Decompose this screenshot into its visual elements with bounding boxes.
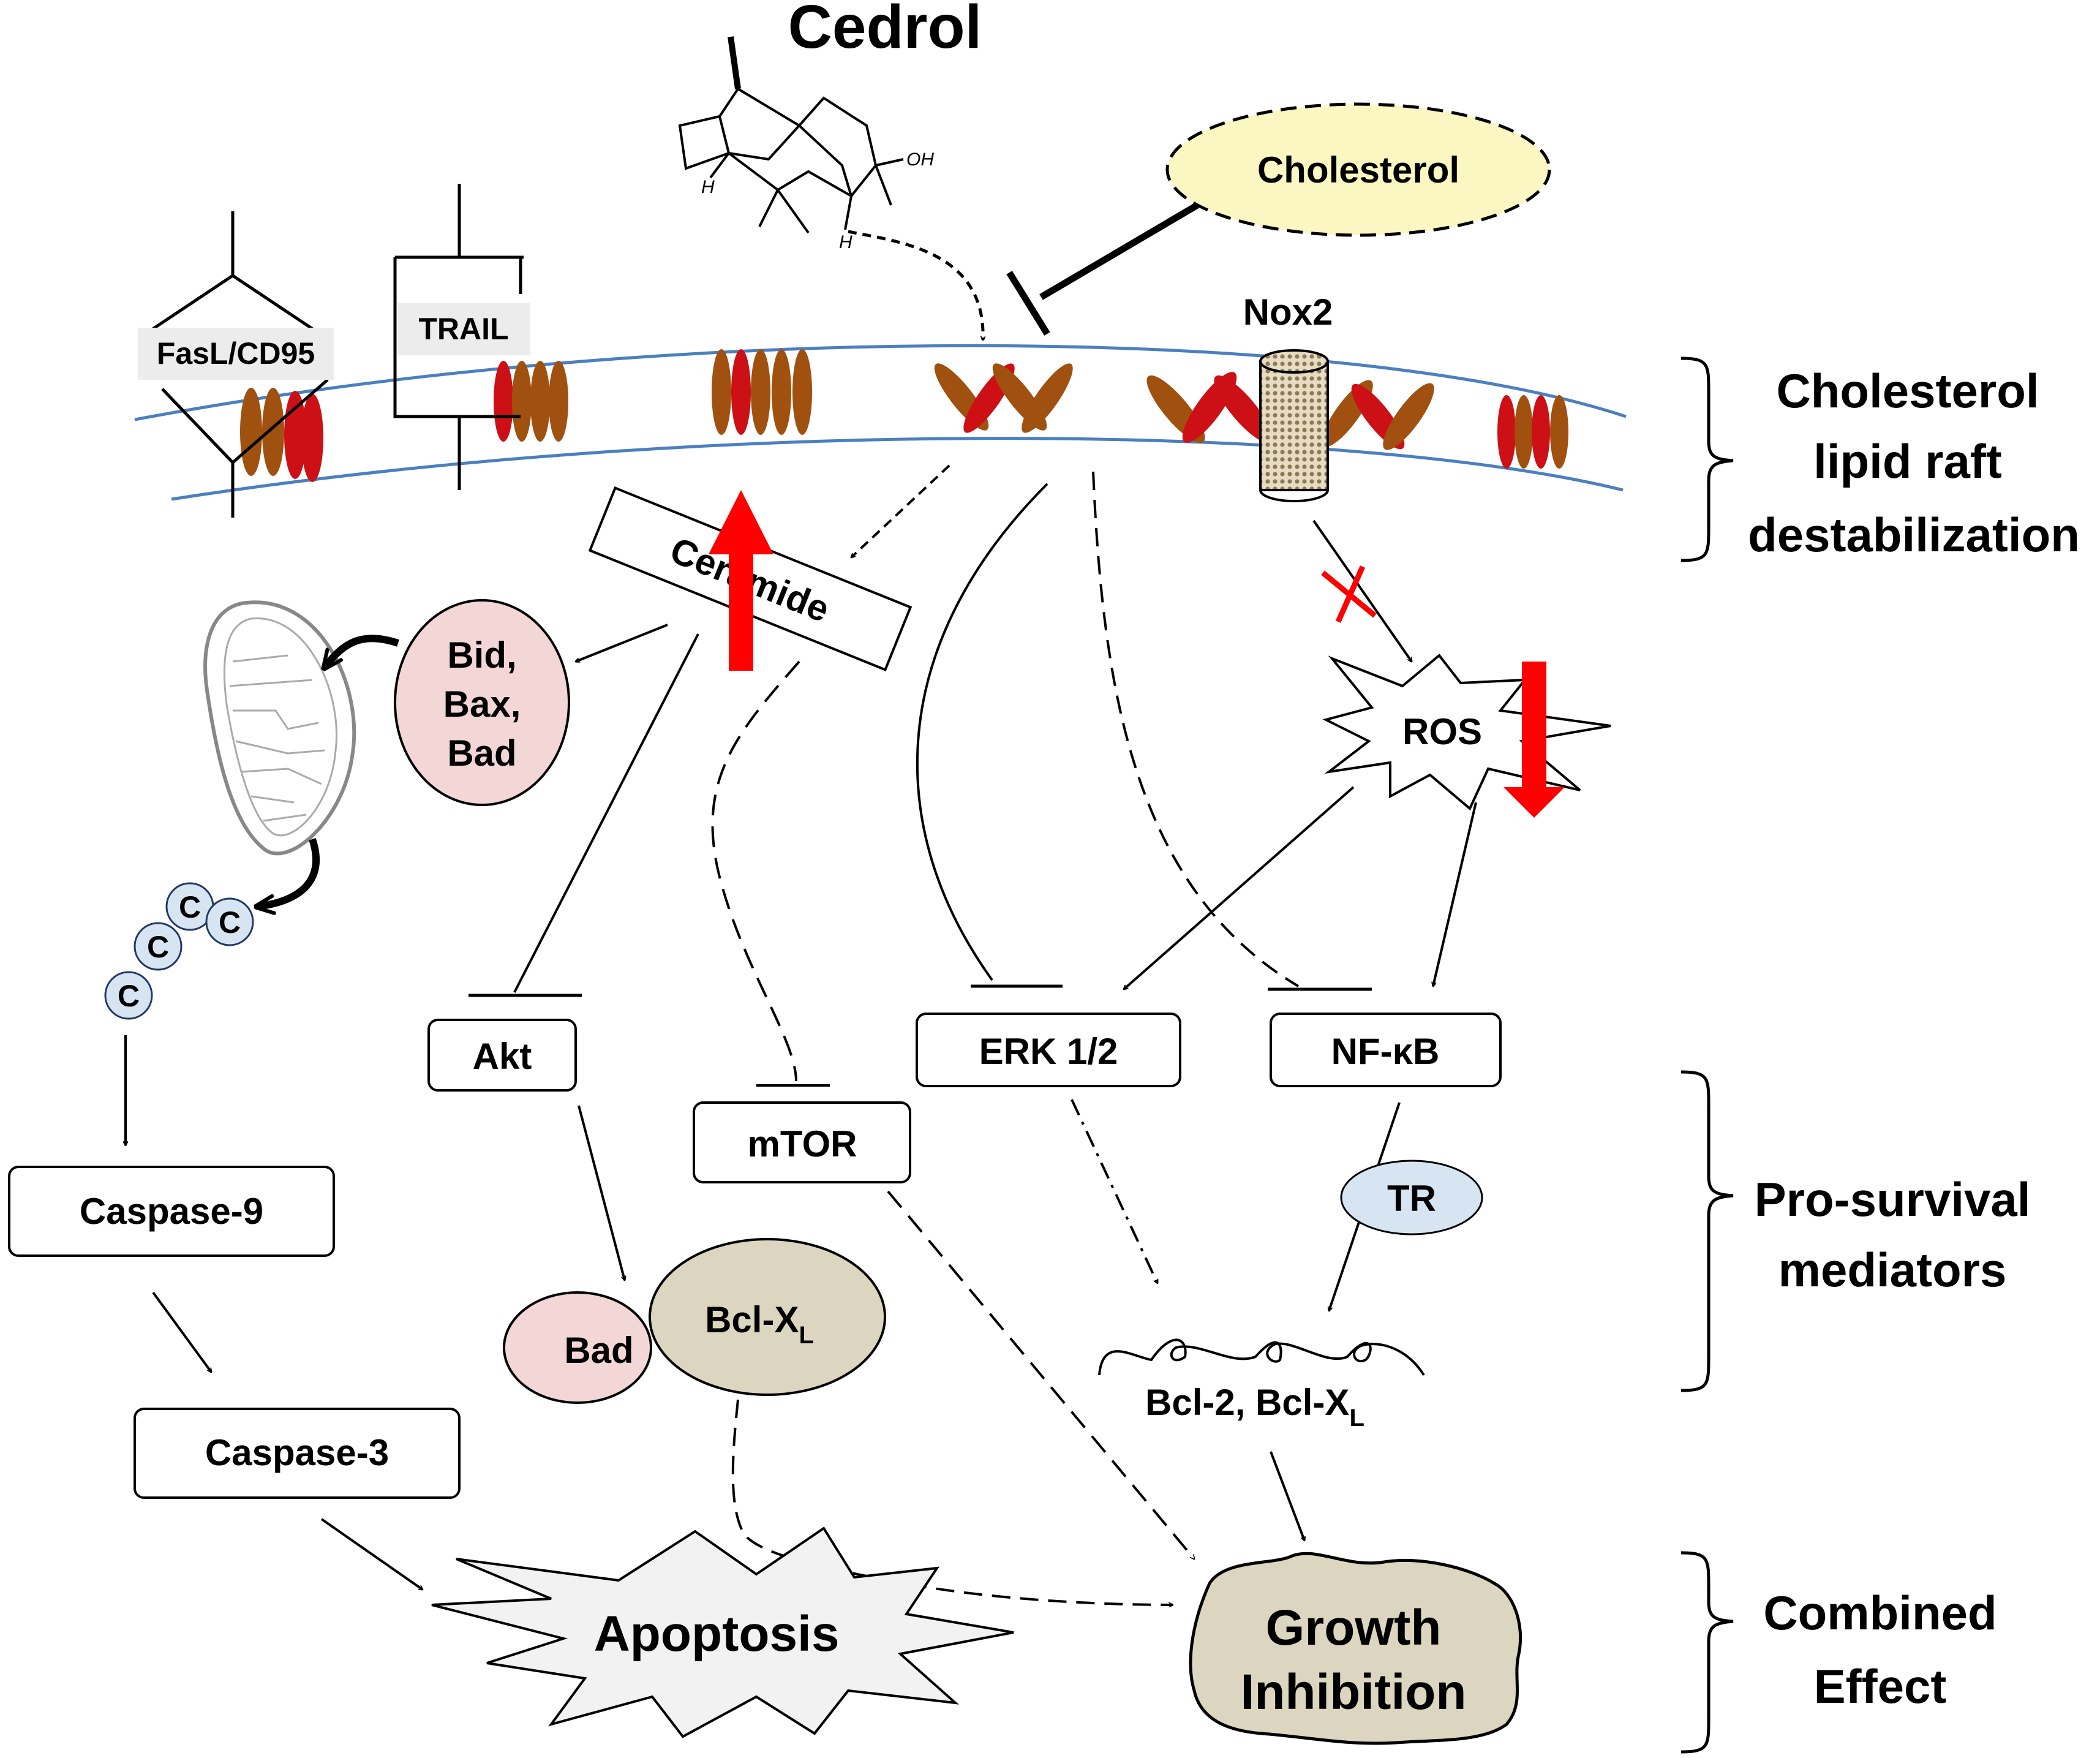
membrane-side-line1: Cholesterol	[1776, 364, 2039, 418]
ceramide-inhibits-akt-line	[513, 633, 699, 993]
cedrol-title: Cedrol	[788, 0, 982, 61]
caspase3-to-apoptosis-arrow	[320, 1518, 423, 1590]
bclxl-node	[649, 1238, 886, 1396]
akt-to-bad-arrow	[578, 1105, 625, 1280]
bad-node	[503, 1291, 652, 1404]
cytochrome-c-3: C	[147, 930, 169, 964]
erk-node	[916, 1013, 1181, 1087]
membrane-side-line3: destabilization	[1748, 508, 2080, 562]
trail-label: TRAIL	[418, 312, 508, 346]
combined-side-line2: Effect	[1814, 1659, 1947, 1713]
tr-label: TR	[1387, 1178, 1436, 1219]
fasl-label-box	[138, 328, 334, 380]
lipid-cluster-3	[712, 349, 812, 435]
cedrol-structure	[678, 36, 904, 234]
cytochrome-c-2: C	[219, 905, 241, 940]
cell-membrane	[134, 344, 1627, 501]
bid-label: Bid,	[447, 635, 516, 676]
nox2-channel	[1259, 349, 1329, 502]
raft-to-ceramide-arrow	[851, 464, 950, 557]
bcl2-to-growth-arrow	[1270, 1451, 1304, 1541]
bad-label-upper: Bad	[447, 733, 516, 774]
bid-to-mito-arrow	[325, 635, 399, 668]
mtor-label: mTOR	[748, 1123, 857, 1164]
lipid-cluster-1	[240, 388, 323, 482]
membrane-side-line2: lipid raft	[1813, 434, 2002, 488]
bclxl-label: Bcl-XL	[705, 1299, 814, 1349]
akt-label: Akt	[473, 1036, 532, 1077]
ros-decrease-arrow	[1503, 662, 1565, 818]
ceramide-to-bid-arrow	[576, 624, 668, 662]
bcl2-label-sub: L	[1349, 1405, 1364, 1432]
apoptosis-label: Apoptosis	[594, 1606, 840, 1662]
ros-to-nfkb-arrow	[1433, 802, 1477, 986]
lipid-cluster-6	[1322, 380, 1434, 450]
nox2-label: Nox2	[1243, 292, 1333, 333]
growth-label-line2: Inhibition	[1241, 1664, 1467, 1720]
lipid-cluster-2	[494, 361, 568, 442]
nfkb-node	[1270, 1013, 1502, 1087]
bcl2-label: Bcl-2, Bcl-XL	[1145, 1382, 1364, 1432]
cedrol-to-membrane-arrow	[848, 230, 983, 340]
cholesterol-inhibition-bar	[1006, 271, 1050, 336]
ceramide-inhibits-mtor-line	[711, 660, 800, 1082]
tr-node	[1340, 1160, 1483, 1236]
bax-label: Bax,	[443, 684, 521, 725]
combined-side-line1: Combined	[1763, 1586, 1997, 1640]
mtor-to-growth-arrow	[887, 1190, 1194, 1559]
bcl2-label-main: Bcl-2, Bcl-X	[1145, 1382, 1349, 1423]
trail-label-box	[398, 303, 530, 355]
cholesterol-node	[1165, 102, 1551, 237]
h-atom-left: H	[701, 177, 715, 197]
caspase3-node	[134, 1408, 461, 1499]
fasl-receptor	[149, 211, 329, 518]
survival-side-line1: Pro-survival	[1755, 1172, 2031, 1226]
oh-atom: OH	[906, 149, 934, 170]
raft-inhibits-erk-line	[916, 483, 1048, 981]
ceramide-increase-arrow	[709, 490, 773, 671]
h-atom-right: H	[839, 232, 852, 252]
growth-inhibition-node	[1189, 1552, 1522, 1745]
mito-to-caspase-arrow	[257, 838, 320, 907]
mitochondrion-icon	[203, 600, 356, 856]
mtor-node	[693, 1101, 911, 1183]
bclxl-label-sub: L	[799, 1322, 813, 1349]
nfkb-label: NF-κB	[1331, 1031, 1440, 1072]
cholesterol-inhibition-line	[1039, 202, 1199, 300]
blocked-cross-icon	[1321, 565, 1377, 623]
caspase9-label: Caspase-9	[80, 1191, 263, 1232]
cytochrome-c-4: C	[118, 979, 140, 1013]
lipid-cluster-7	[1497, 395, 1568, 469]
bclxl-label-main: Bcl-X	[705, 1299, 799, 1340]
akt-node	[427, 1019, 577, 1092]
growth-label-line1: Growth	[1266, 1600, 1442, 1656]
cholesterol-label: Cholesterol	[1257, 149, 1459, 191]
cytochrome-c-chain	[104, 882, 254, 1020]
side-brackets	[1680, 357, 1734, 1754]
cytochrome-c-1: C	[179, 890, 201, 924]
ros-to-erk-arrow	[1124, 786, 1355, 989]
caspase9-to-3-arrow	[152, 1291, 211, 1372]
caspase3-label: Caspase-3	[205, 1432, 389, 1473]
erk-to-bcl2-arrow	[1071, 1099, 1159, 1283]
apoptosis-burst	[431, 1526, 1014, 1738]
ros-label: ROS	[1402, 711, 1482, 752]
bad-label: Bad	[564, 1330, 633, 1371]
caspase9-node	[8, 1166, 335, 1257]
erk-label: ERK 1/2	[979, 1031, 1118, 1072]
lipid-cluster-4	[934, 363, 1073, 433]
lipid-cluster-5	[1146, 372, 1273, 443]
bid-bax-bad-node	[394, 599, 570, 806]
fasl-label: FasL/CD95	[157, 336, 315, 371]
survival-side-line2: mediators	[1778, 1243, 2007, 1297]
bcl2-gene-coil	[1098, 1338, 1425, 1376]
trail-receptor	[393, 184, 524, 490]
raft-inhibits-nfkb-line	[1092, 471, 1300, 987]
nox2-to-ros-arrow	[1312, 519, 1412, 662]
